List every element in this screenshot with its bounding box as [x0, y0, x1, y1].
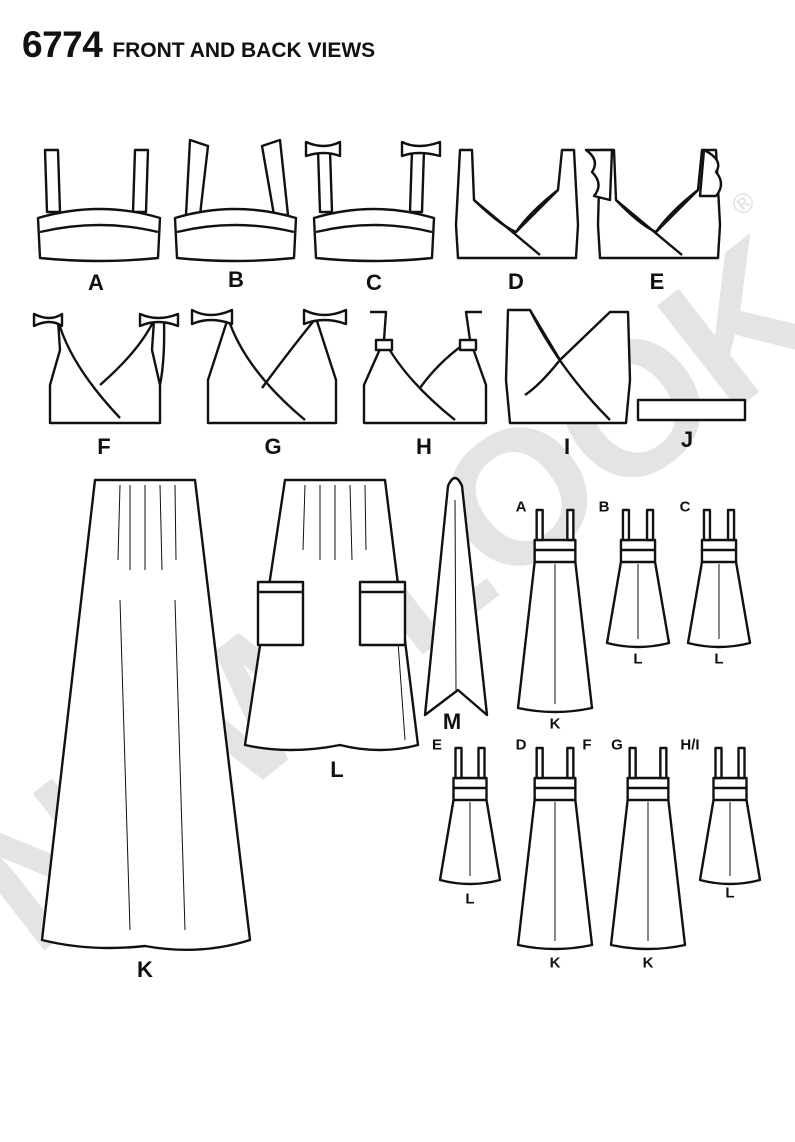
label-view-h: H: [416, 434, 432, 459]
label-view-f: F: [97, 434, 111, 459]
label-view-e: E: [649, 269, 665, 294]
dress-view-drawing: [609, 746, 687, 951]
view-f-drawing: [32, 312, 180, 425]
dress-view-drawing: [438, 746, 502, 886]
dress-label: B: [598, 498, 610, 516]
dress-view-drawing: [516, 508, 594, 714]
label-view-m: M: [442, 709, 462, 734]
dress-label: L: [633, 650, 643, 668]
dress-label: H/I: [680, 736, 700, 754]
view-j-drawing: [636, 398, 747, 422]
label-view-d: D: [508, 269, 524, 294]
view-l-skirt-drawing: [243, 478, 420, 752]
dress-label: C: [679, 498, 691, 516]
dress-label: E: [431, 736, 443, 754]
dress-view-drawing: [698, 746, 762, 886]
view-k-skirt-drawing: [40, 478, 252, 952]
view-g-drawing: [190, 308, 348, 425]
dress-label: L: [714, 650, 724, 668]
dress-label: A: [515, 498, 527, 516]
view-e-drawing: [584, 148, 723, 260]
view-b-drawing: [173, 138, 298, 263]
dress-label: D: [515, 736, 527, 754]
label-view-k: K: [137, 957, 153, 982]
label-view-g: G: [264, 434, 282, 459]
view-m-sash-drawing: [423, 476, 489, 717]
pattern-number: 6774: [22, 24, 103, 65]
dress-label: K: [549, 715, 561, 733]
dress-label: L: [465, 890, 475, 908]
label-view-j: J: [680, 427, 694, 452]
dress-view-drawing: [686, 508, 752, 649]
dress-label: K: [549, 954, 561, 972]
dress-view-drawing: [605, 508, 671, 649]
dress-label: L: [725, 884, 735, 902]
header: 6774 FRONT AND BACK VIEWS: [22, 24, 375, 66]
label-view-b: B: [228, 267, 244, 292]
view-a-drawing: [36, 148, 162, 263]
dress-label: K: [642, 954, 654, 972]
page-title: FRONT AND BACK VIEWS: [112, 39, 376, 62]
view-i-drawing: [504, 308, 632, 425]
dress-label: F: [582, 736, 592, 754]
label-view-i: I: [563, 434, 571, 459]
view-h-drawing: [362, 310, 488, 425]
view-d-drawing: [454, 148, 580, 260]
label-view-c: C: [366, 270, 382, 295]
view-c-drawing: [304, 140, 442, 263]
dress-label: G: [611, 736, 623, 754]
dress-view-drawing: [516, 746, 594, 951]
label-view-a: A: [88, 270, 104, 295]
label-view-l: L: [330, 757, 344, 782]
